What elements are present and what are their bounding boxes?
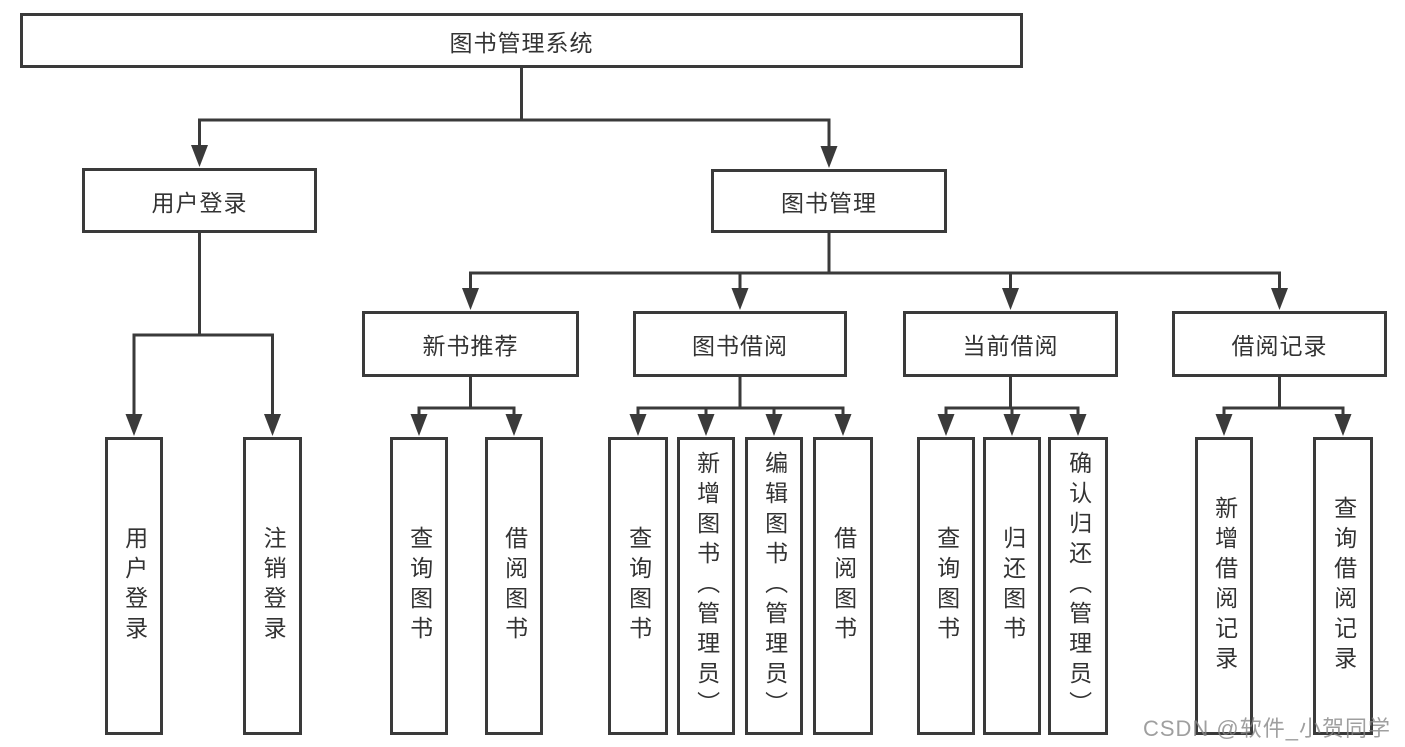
arrowhead-icon: [937, 414, 955, 436]
node-label: 当前借阅: [962, 333, 1059, 359]
node-current-query: 查询图书: [917, 437, 975, 735]
arrowhead-icon: [1271, 288, 1288, 310]
arrowhead-icon: [731, 288, 749, 310]
node-book-borrow: 图书借阅: [633, 311, 847, 377]
arrowhead-icon: [1334, 414, 1352, 436]
node-label: 新书推荐: [422, 333, 519, 359]
node-logout-action: 注销登录: [243, 437, 302, 735]
node-label: 归还图书: [999, 526, 1026, 646]
node-root: 图书管理系统: [20, 13, 1023, 68]
node-current-return: 归还图书: [983, 437, 1041, 735]
node-label: 查询图书: [406, 526, 433, 646]
node-newbook-query: 查询图书: [390, 437, 448, 735]
node-records-query: 查询借阅记录: [1313, 437, 1373, 735]
node-newbook-borrow: 借阅图书: [485, 437, 543, 735]
arrowhead-icon: [462, 288, 479, 310]
node-label: 借阅记录: [1231, 333, 1328, 359]
arrowhead-icon: [834, 414, 852, 436]
node-label: 编辑图书（管理员）: [761, 451, 788, 721]
node-label: 查询借阅记录: [1330, 496, 1357, 676]
arrowhead-icon: [820, 146, 838, 168]
arrowhead-icon: [410, 414, 428, 436]
arrowhead-icon: [1069, 414, 1087, 436]
node-borrow-borrow: 借阅图书: [813, 437, 873, 735]
node-label: 新增图书（管理员）: [693, 451, 720, 721]
node-label: 用户登录: [121, 526, 148, 646]
arrowhead-icon: [697, 414, 715, 436]
node-borrow-edit: 编辑图书（管理员）: [745, 437, 803, 735]
node-label: 注销登录: [260, 526, 287, 646]
node-label: 确认归还（管理员）: [1065, 451, 1092, 721]
node-label: 图书管理系统: [449, 29, 594, 56]
arrowhead-icon: [505, 414, 523, 436]
arrowhead-icon: [629, 414, 647, 436]
node-login-action: 用户登录: [105, 437, 163, 735]
arrowhead-icon: [1002, 288, 1019, 310]
node-label: 借阅图书: [830, 526, 857, 646]
node-label: 图书借阅: [692, 333, 788, 359]
arrowhead-icon: [191, 145, 208, 167]
node-label: 用户登录: [151, 189, 248, 216]
node-user-login: 用户登录: [82, 168, 317, 233]
arrowhead-icon: [765, 414, 783, 436]
node-records-add: 新增借阅记录: [1195, 437, 1253, 735]
arrowhead-icon: [1215, 414, 1233, 436]
node-new-book-rec: 新书推荐: [362, 311, 579, 377]
node-label: 新增借阅记录: [1211, 496, 1238, 676]
node-label: 查询图书: [625, 526, 652, 646]
node-borrow-query: 查询图书: [608, 437, 668, 735]
node-borrow-records: 借阅记录: [1172, 311, 1387, 377]
node-label: 借阅图书: [501, 526, 528, 646]
node-label: 查询图书: [933, 526, 960, 646]
node-current-confirm: 确认归还（管理员）: [1048, 437, 1108, 735]
node-current-borrow: 当前借阅: [903, 311, 1118, 377]
arrowhead-icon: [1003, 414, 1021, 436]
node-book-mgmt: 图书管理: [711, 169, 947, 233]
csdn-watermark: CSDN @软件_小贺同学: [1142, 716, 1391, 741]
node-borrow-add: 新增图书（管理员）: [677, 437, 735, 735]
arrowhead-icon: [264, 414, 281, 436]
node-label: 图书管理: [781, 190, 877, 216]
arrowhead-icon: [125, 414, 143, 436]
